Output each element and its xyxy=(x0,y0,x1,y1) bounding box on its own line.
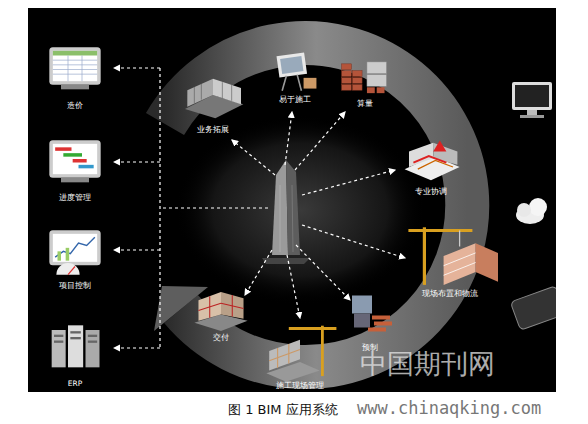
node-label: 进度管理 xyxy=(59,193,91,202)
icon-node: 施工现场管理 xyxy=(258,318,342,390)
watermark: 中国期刊网 xyxy=(360,346,495,382)
node-icon xyxy=(40,38,110,101)
left-bus xyxy=(160,68,268,348)
node-label: ERP xyxy=(68,379,82,388)
icon-node: 算量 xyxy=(335,58,395,108)
node-label: 专业协调 xyxy=(415,187,447,196)
icon-node: 交付 xyxy=(186,290,256,342)
black-panel xyxy=(28,8,556,392)
icon-node: 项目控制 xyxy=(40,224,110,290)
icon-node: 进度管理 xyxy=(40,132,110,202)
node-icon xyxy=(40,316,110,379)
halo xyxy=(175,115,425,305)
node-icon xyxy=(258,318,342,381)
icon-node: 易于施工 xyxy=(262,50,328,104)
device-icons xyxy=(510,82,556,330)
node-label: 施工现场管理 xyxy=(276,381,324,390)
leader-arrows xyxy=(232,112,405,318)
node-label: 业务拓展 xyxy=(197,125,229,134)
icon-node: 专业协调 xyxy=(398,136,464,196)
left-arrows xyxy=(114,68,160,348)
node-icon xyxy=(40,224,110,281)
panel-art xyxy=(114,43,556,367)
icon-node: 预制 xyxy=(340,282,400,352)
icon-node: ERP xyxy=(40,316,110,388)
watermark-url: www.chinaqking.com xyxy=(357,398,541,418)
node-label: 易于施工 xyxy=(279,95,311,104)
figure-caption: 图 1 BIM 应用系统 xyxy=(228,401,338,419)
node-label: 现场布置和物流 xyxy=(422,289,478,298)
node-label: 造价 xyxy=(67,101,83,110)
node-icon xyxy=(40,132,110,193)
node-icon xyxy=(335,58,395,99)
icon-node: 造价 xyxy=(40,38,110,110)
node-icon xyxy=(178,72,248,125)
node-icon xyxy=(340,282,400,343)
tower xyxy=(262,160,310,264)
node-icon xyxy=(398,136,464,187)
cycle-arc xyxy=(165,43,467,367)
icon-node: 业务拓展 xyxy=(178,72,248,134)
node-label: 项目控制 xyxy=(59,281,91,290)
node-icon xyxy=(262,50,328,95)
node-label: 交付 xyxy=(213,333,229,342)
node-label: 算量 xyxy=(357,99,373,108)
node-icon xyxy=(186,290,256,333)
node-icon xyxy=(402,220,498,289)
icon-node: 现场布置和物流 xyxy=(402,220,498,298)
